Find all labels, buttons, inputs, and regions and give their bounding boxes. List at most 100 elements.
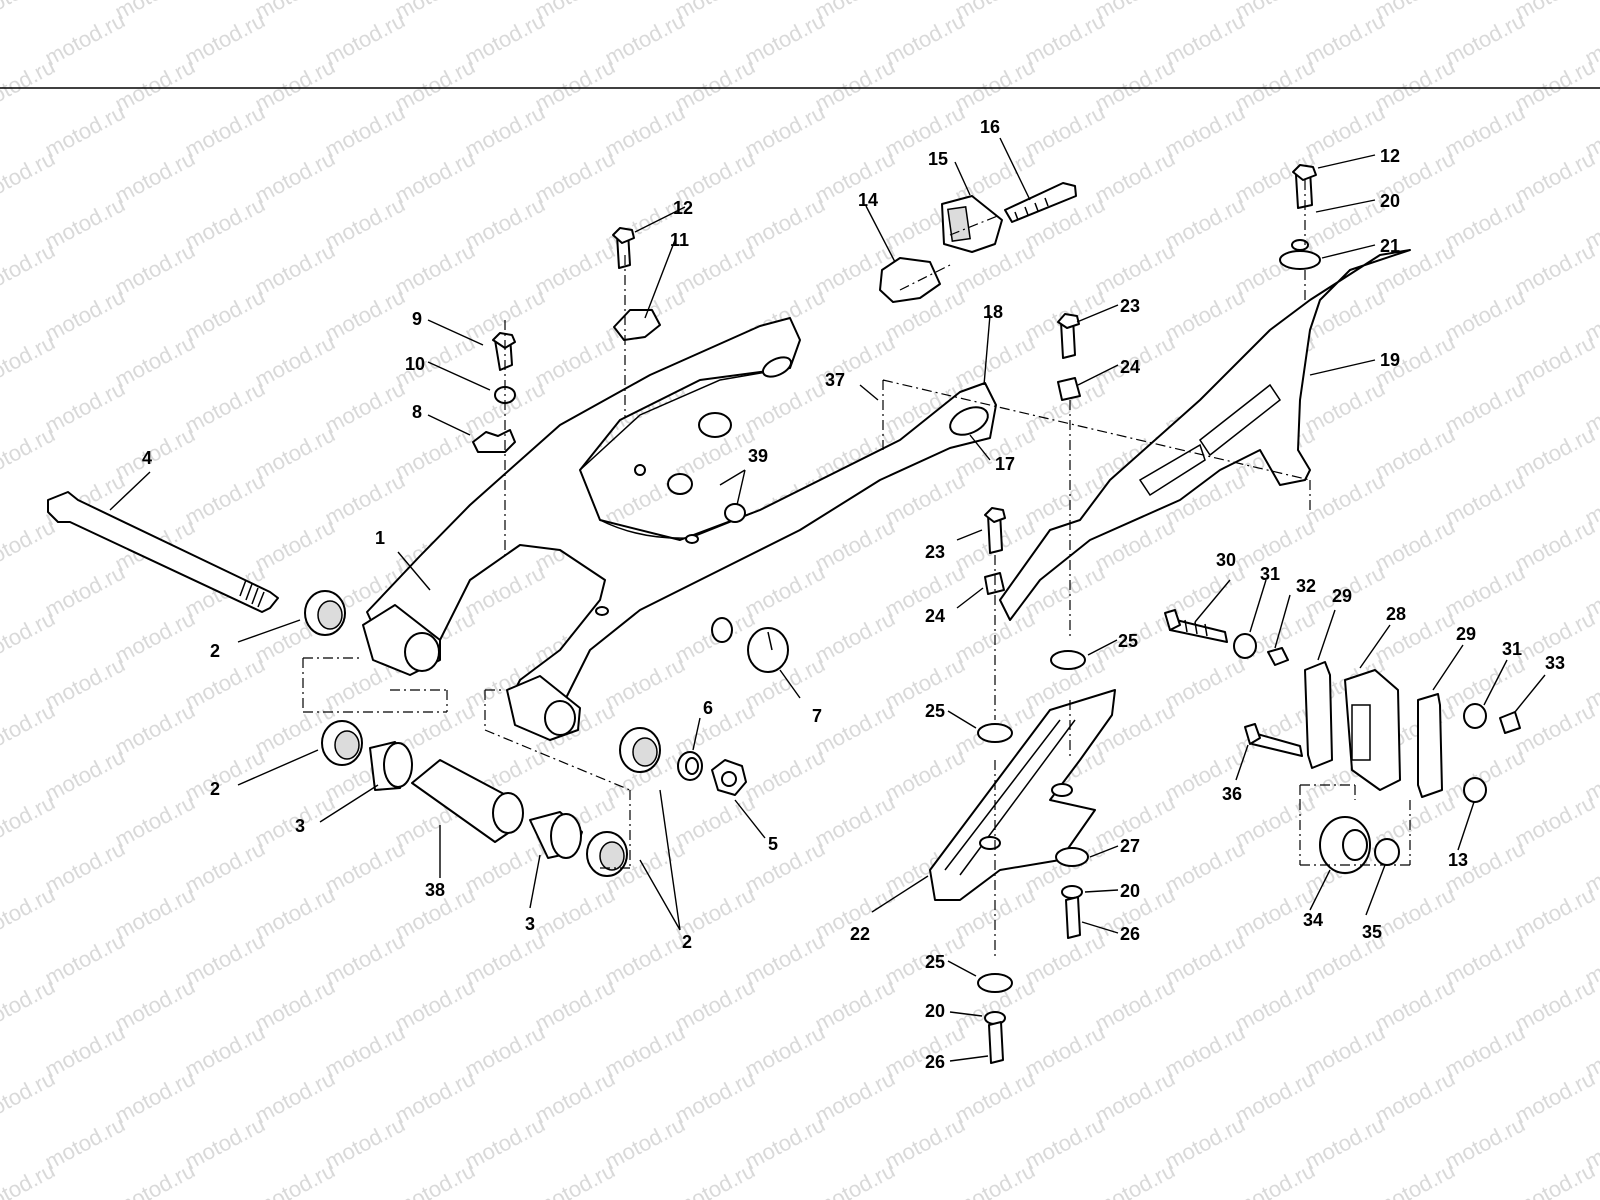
watermark-text: motod.ru bbox=[881, 8, 969, 71]
callout-39: 39 bbox=[748, 446, 768, 466]
callout-23: 23 bbox=[925, 542, 945, 562]
watermark-text: motod.ru bbox=[1161, 836, 1249, 899]
watermark-text: motod.ru bbox=[671, 1066, 759, 1129]
swingarm-body bbox=[362, 317, 997, 741]
callout-8: 8 bbox=[412, 402, 422, 422]
watermark-text: motod.ru bbox=[111, 882, 199, 945]
watermark-text: motod.ru bbox=[531, 1158, 619, 1200]
callout-38: 38 bbox=[425, 880, 445, 900]
watermark-text: motod.ru bbox=[111, 606, 199, 669]
assembly-lines bbox=[302, 180, 1411, 960]
callout-2: 2 bbox=[210, 779, 220, 799]
watermark-text: motod.ru bbox=[0, 790, 59, 853]
watermark-text: motod.ru bbox=[391, 238, 479, 301]
watermark-text: motod.ru bbox=[181, 744, 269, 807]
watermark-text: motod.ru bbox=[671, 54, 759, 117]
watermark-text: motod.ru bbox=[41, 376, 129, 439]
watermark-text: motod.ru bbox=[1231, 54, 1319, 117]
watermark-text: motod.ru bbox=[1441, 928, 1529, 991]
watermark-text: motod.ru bbox=[181, 652, 269, 715]
callout-16: 16 bbox=[980, 117, 1000, 137]
watermark-text: motod.ru bbox=[881, 100, 969, 163]
watermark-text: motod.ru bbox=[391, 1158, 479, 1200]
watermark-text: motod.ru bbox=[531, 54, 619, 117]
watermark-text: motod.ru bbox=[41, 100, 129, 163]
watermark-text: motod.ru bbox=[1441, 1020, 1529, 1083]
watermark-text: motod.ru bbox=[251, 882, 339, 945]
callout-24: 24 bbox=[1120, 357, 1140, 377]
watermark-text: motod.ru bbox=[1511, 790, 1599, 853]
watermark-text: motod.ru bbox=[811, 54, 899, 117]
watermark-text: motod.ru bbox=[251, 330, 339, 393]
watermark-text: motod.ru bbox=[1371, 1158, 1459, 1200]
callout-13: 13 bbox=[1448, 850, 1468, 870]
watermark-text: motod.ru bbox=[1371, 882, 1459, 945]
watermark-text: motod.ru bbox=[531, 330, 619, 393]
callout-20: 20 bbox=[1380, 191, 1400, 211]
watermark-text: motod.ru bbox=[1441, 560, 1529, 623]
watermark-text: motod.ru bbox=[531, 146, 619, 209]
watermark-text: motod.ru bbox=[1441, 192, 1529, 255]
watermark-text: motod.ru bbox=[321, 1112, 409, 1175]
watermark-text: motod.ru bbox=[0, 422, 59, 485]
watermark-text: motod.ru bbox=[811, 146, 899, 209]
watermark-text: motod.ru bbox=[1091, 238, 1179, 301]
watermark-text: motod.ru bbox=[1301, 192, 1389, 255]
watermark-text: motod.ru bbox=[811, 1066, 899, 1129]
watermark-text: motod.ru bbox=[181, 1020, 269, 1083]
watermark-text: motod.ru bbox=[1091, 1158, 1179, 1200]
watermark-text: motod.ru bbox=[1161, 928, 1249, 991]
watermark-text: motod.ru bbox=[391, 422, 479, 485]
watermark-text: motod.ru bbox=[0, 54, 59, 117]
watermark-text: motod.ru bbox=[881, 1020, 969, 1083]
watermark-text: motod.ru bbox=[391, 974, 479, 1037]
watermark-text: motod.ru bbox=[1021, 1020, 1109, 1083]
callout-25: 25 bbox=[925, 701, 945, 721]
watermark-text: motod.ru bbox=[741, 560, 829, 623]
watermark-text: motod.ru bbox=[1511, 514, 1599, 577]
watermark-text: motod.ru bbox=[1511, 330, 1599, 393]
watermark-text: motod.ru bbox=[111, 1066, 199, 1129]
watermark-text: motod.ru bbox=[1441, 284, 1529, 347]
watermark-text: motod.ru bbox=[811, 1158, 899, 1200]
watermark-text: motod.ru bbox=[461, 1112, 549, 1175]
watermark-text: motod.ru bbox=[41, 284, 129, 347]
watermark-text: motod.ru bbox=[1301, 468, 1389, 531]
watermark-text: motod.ru bbox=[601, 652, 689, 715]
callout-14: 14 bbox=[858, 190, 878, 210]
watermark-text: motod.ru bbox=[461, 836, 549, 899]
watermark-text: motod.ru bbox=[811, 974, 899, 1037]
watermark-text: motod.ru bbox=[0, 698, 59, 761]
watermark-text: motod.ru bbox=[1161, 100, 1249, 163]
watermark-text: motod.ru bbox=[251, 1158, 339, 1200]
watermark-text: motod.ru bbox=[41, 192, 129, 255]
watermark-text: motod.ru bbox=[251, 146, 339, 209]
watermark-text: motod.ru bbox=[671, 698, 759, 761]
watermark-text: motod.ru bbox=[531, 882, 619, 945]
watermark-text: motod.ru bbox=[1511, 54, 1599, 117]
callout-17: 17 bbox=[995, 454, 1015, 474]
watermark-text: motod.ru bbox=[601, 8, 689, 71]
watermark-text: motod.ru bbox=[1511, 882, 1599, 945]
watermark-text: motod.ru bbox=[251, 422, 339, 485]
watermark-text: motod.ru bbox=[951, 330, 1039, 393]
watermark-text: motod.ru bbox=[531, 238, 619, 301]
watermark-text: motod.ru bbox=[1441, 1112, 1529, 1175]
callout-2: 2 bbox=[210, 641, 220, 661]
callout-4: 4 bbox=[142, 448, 152, 468]
watermark-text: motod.ru bbox=[1371, 1066, 1459, 1129]
callout-37: 37 bbox=[825, 370, 845, 390]
watermark-text: motod.ru bbox=[531, 974, 619, 1037]
callout-26: 26 bbox=[925, 1052, 945, 1072]
watermark-text: motod.ru bbox=[0, 1066, 59, 1129]
callout-labels: 1 2 2 2 3 3 4 5 6 7 8 9 10 11 12 12 13 1… bbox=[142, 117, 1565, 1072]
watermark-text: motod.ru bbox=[111, 146, 199, 209]
watermark-text: motod.ru bbox=[321, 192, 409, 255]
callout-11: 11 bbox=[670, 230, 689, 250]
watermark-text: motod.ru bbox=[951, 1158, 1039, 1200]
callout-26: 26 bbox=[1120, 924, 1140, 944]
watermark-text: motod.ru bbox=[111, 54, 199, 117]
callout-34: 34 bbox=[1303, 910, 1323, 930]
watermark-text: motod.ru bbox=[1161, 192, 1249, 255]
callout-10: 10 bbox=[405, 354, 425, 374]
